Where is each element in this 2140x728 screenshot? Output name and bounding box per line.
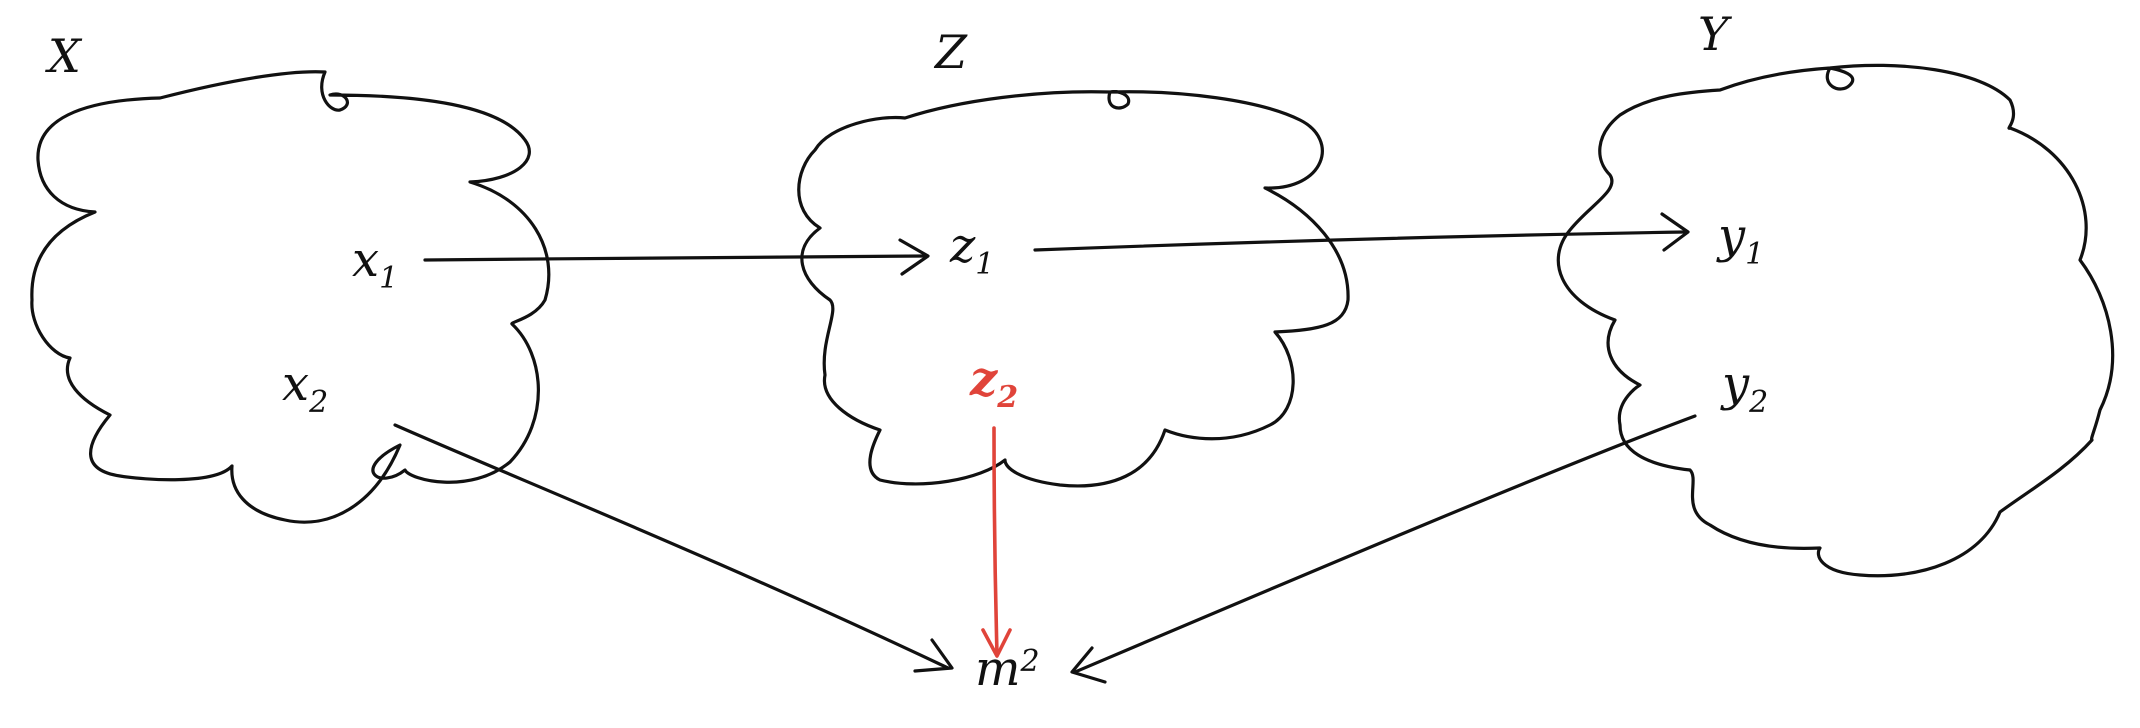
node-y1: y1 [1716, 208, 1764, 272]
node-z2: z2 [969, 351, 1018, 415]
node-z1: z1 [949, 218, 994, 282]
cloud-x [30, 70, 551, 524]
set-label-x: X [45, 29, 83, 83]
edge-z1-y1 [1033, 212, 1690, 252]
set-label-z: Z [933, 25, 968, 79]
set-label-y: Y [1698, 7, 1733, 61]
node-m2: m2 [975, 641, 1040, 697]
edge-x2-m2 [393, 423, 954, 673]
node-x2: x2 [282, 356, 328, 420]
svg-text:y2: y2 [1720, 356, 1768, 420]
edge-z2-m2 [981, 426, 1012, 658]
svg-text:z1: z1 [949, 218, 994, 282]
svg-text:z2: z2 [969, 351, 1018, 415]
svg-text:y1: y1 [1716, 208, 1764, 272]
svg-text:x2: x2 [282, 356, 328, 420]
svg-text:m2: m2 [975, 641, 1040, 697]
node-y2: y2 [1720, 356, 1768, 420]
cloud-z [797, 89, 1350, 488]
edge-y2-m2 [1070, 414, 1697, 684]
edge-x1-z1 [423, 238, 930, 276]
node-x1: x1 [352, 232, 398, 296]
svg-text:x1: x1 [352, 232, 398, 296]
cloud-y [1556, 63, 2115, 578]
